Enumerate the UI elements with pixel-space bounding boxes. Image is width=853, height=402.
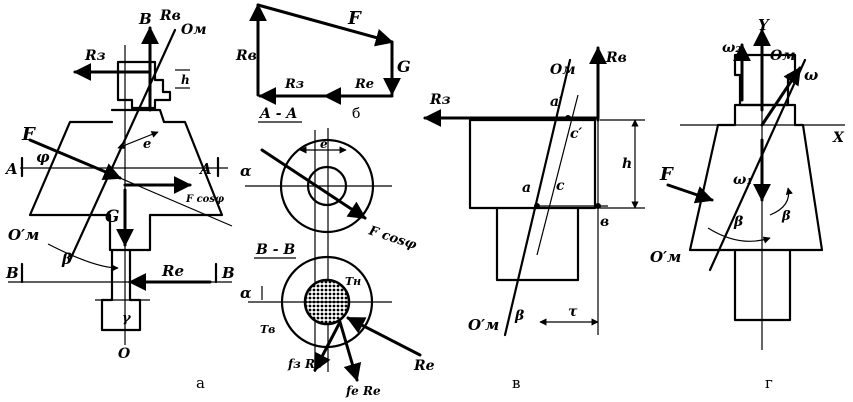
point-a bbox=[534, 203, 540, 209]
tilted-axis-g bbox=[708, 58, 807, 272]
beta2-arc-g bbox=[769, 187, 793, 216]
label-y-axis: Y bbox=[758, 16, 770, 34]
label-rb-a: Rв bbox=[159, 8, 181, 24]
label-beta-a: β bbox=[61, 250, 72, 268]
label-f-g: F bbox=[659, 164, 674, 185]
tilted-axis-a bbox=[68, 28, 177, 262]
label-f-b: F bbox=[347, 8, 362, 29]
f-vector bbox=[256, 3, 394, 47]
label-fere: fе Rе bbox=[345, 384, 381, 398]
label-w2: ω₂ bbox=[722, 40, 741, 56]
label-fcos-b: F cosφ bbox=[366, 223, 419, 253]
label-h-a: h bbox=[181, 73, 190, 87]
label-om-a: Oм bbox=[181, 22, 207, 38]
label-f-a: F bbox=[21, 124, 36, 145]
panel-label-g: г bbox=[765, 374, 773, 392]
label-c-prime: c′ bbox=[570, 126, 583, 142]
e-dimension bbox=[117, 131, 159, 149]
f-force-arrow bbox=[28, 138, 122, 180]
label-re-b2: Rе bbox=[413, 358, 435, 374]
fcos-vector-b bbox=[260, 148, 367, 220]
re-vector-b bbox=[346, 316, 422, 357]
section-a-title: A - A bbox=[258, 106, 297, 122]
fere-vector bbox=[338, 320, 362, 382]
label-a-right: A bbox=[198, 160, 212, 178]
label-b-v: в bbox=[600, 214, 609, 230]
beta-arc bbox=[47, 243, 119, 272]
label-fzre: fз Rе bbox=[287, 357, 323, 371]
panel-label-b: б bbox=[352, 106, 360, 122]
label-rz-a: Rз bbox=[84, 48, 106, 64]
label-fcos-a: F cosφ bbox=[185, 194, 224, 205]
label-rz-b: Rз bbox=[284, 77, 304, 92]
label-re-b: Rе bbox=[354, 77, 374, 92]
panel-label-v: в bbox=[512, 374, 520, 392]
label-rz-v: Rз bbox=[429, 92, 451, 108]
top-collar bbox=[116, 60, 172, 110]
label-e-a: e bbox=[143, 137, 151, 152]
label-om-g: Oм bbox=[770, 48, 796, 64]
upper-block-v bbox=[468, 118, 597, 210]
panel-b: F Rв G Rз Rе A - A б α e F cosφ B - B α … bbox=[235, 3, 435, 398]
label-om-v: Oм bbox=[550, 62, 576, 78]
fzre-vector bbox=[313, 320, 342, 372]
lower-block-v bbox=[495, 206, 580, 282]
label-om-prime-a: O′м bbox=[8, 226, 39, 244]
label-re-a: Re bbox=[161, 262, 184, 280]
label-g-b: G bbox=[397, 57, 411, 76]
label-b-left: B bbox=[5, 264, 19, 282]
label-o-a: O bbox=[118, 346, 131, 362]
label-a-v: a bbox=[522, 180, 531, 196]
label-b-axis: B bbox=[138, 10, 152, 28]
label-g-a: G bbox=[105, 207, 120, 227]
tilted-axis-v bbox=[503, 58, 572, 337]
label-beta-g: β bbox=[733, 214, 744, 230]
label-e-b: e bbox=[320, 137, 328, 151]
beta-arc-g bbox=[707, 227, 771, 244]
label-beta-v: β bbox=[514, 308, 525, 324]
label-rb-v: Rв bbox=[605, 50, 627, 66]
label-b-right: B bbox=[221, 264, 235, 282]
panel-a: B Rв Oм Rз h F A φ A F cosφ e G O′м β B … bbox=[4, 8, 235, 392]
label-tau: τ bbox=[568, 304, 578, 320]
cone-body bbox=[28, 108, 224, 252]
label-w: ω bbox=[804, 66, 818, 84]
label-phi: φ bbox=[36, 148, 50, 166]
label-alpha1: α bbox=[240, 162, 252, 180]
f-arrow-g bbox=[666, 183, 714, 204]
lower-shaft bbox=[100, 248, 142, 332]
section-b-title: B - B bbox=[255, 242, 295, 258]
label-beta2-g: β bbox=[781, 209, 791, 224]
panel-label-a: а bbox=[196, 374, 205, 392]
cone-body-g bbox=[688, 103, 824, 252]
label-a-prime: a′ bbox=[550, 94, 563, 110]
panel-g: ω₂ Y Oм ω X F ω₁ β β O′м г bbox=[650, 16, 845, 392]
helper-line-v bbox=[536, 94, 579, 256]
label-x-axis: X bbox=[832, 130, 845, 146]
label-a-left: A bbox=[4, 160, 18, 178]
label-h-v: h bbox=[622, 156, 632, 172]
label-om-prime-g: O′м bbox=[650, 248, 681, 266]
panel-v: Oм Rв Rз a′ c′ h a c в O′м β τ в bbox=[423, 46, 645, 392]
point-b bbox=[595, 203, 601, 209]
label-tn: Tн bbox=[345, 275, 361, 288]
omega-arrow bbox=[760, 66, 802, 127]
point-a-prime bbox=[565, 115, 571, 121]
label-rb-b: Rв bbox=[235, 48, 257, 64]
label-w1: ω₁ bbox=[733, 172, 752, 188]
label-alpha2: α bbox=[240, 284, 252, 302]
label-c-v: c bbox=[556, 178, 565, 194]
label-om-prime-v: O′м bbox=[468, 316, 499, 334]
label-gamma: γ bbox=[122, 311, 132, 326]
label-tv: Tв bbox=[260, 323, 275, 336]
